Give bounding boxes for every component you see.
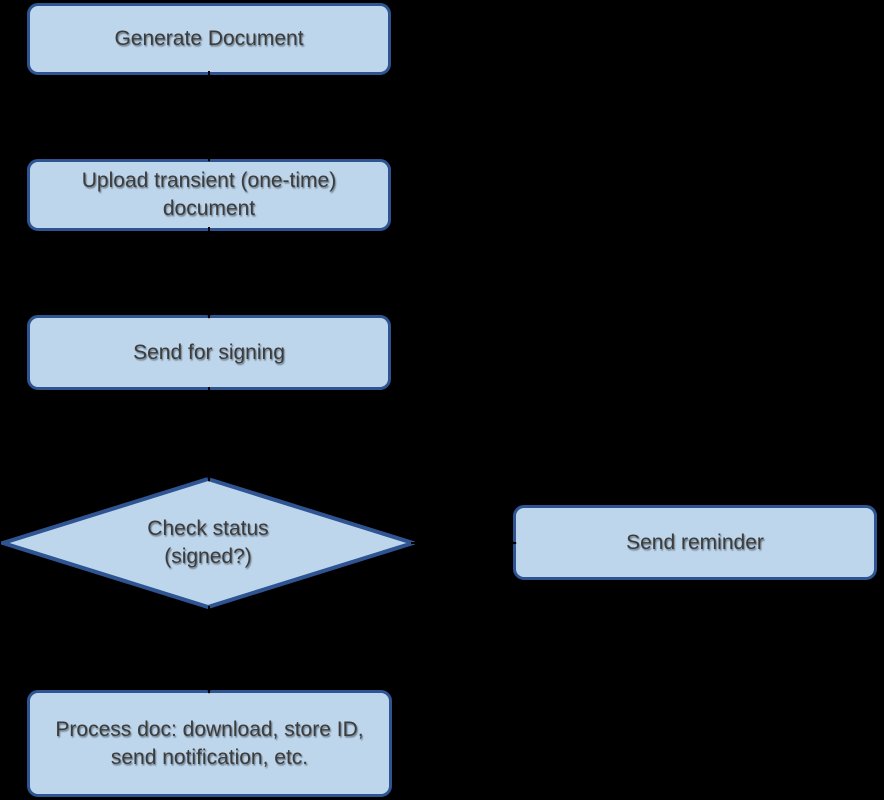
node-generate-document: Generate Document: [27, 3, 391, 75]
node-send-for-signing-label: Send for signing: [133, 340, 285, 364]
node-process-doc: Process doc: download, store ID, send no…: [27, 690, 392, 797]
node-check-status-decision: Check status (signed?): [1, 477, 415, 609]
node-generate-document-label: Generate Document: [114, 27, 304, 50]
node-upload-transient-document-label: Upload transient (one-time) document: [81, 169, 337, 220]
node-send-reminder: Send reminder: [513, 505, 877, 580]
node-process-doc-label: Process doc: download, store ID, send no…: [55, 717, 364, 769]
node-send-for-signing: Send for signing: [27, 315, 391, 390]
node-send-reminder-label: Send reminder: [626, 530, 764, 554]
node-check-status-label: Check status (signed?): [147, 517, 269, 568]
node-upload-transient-document: Upload transient (one-time) document: [27, 159, 391, 231]
